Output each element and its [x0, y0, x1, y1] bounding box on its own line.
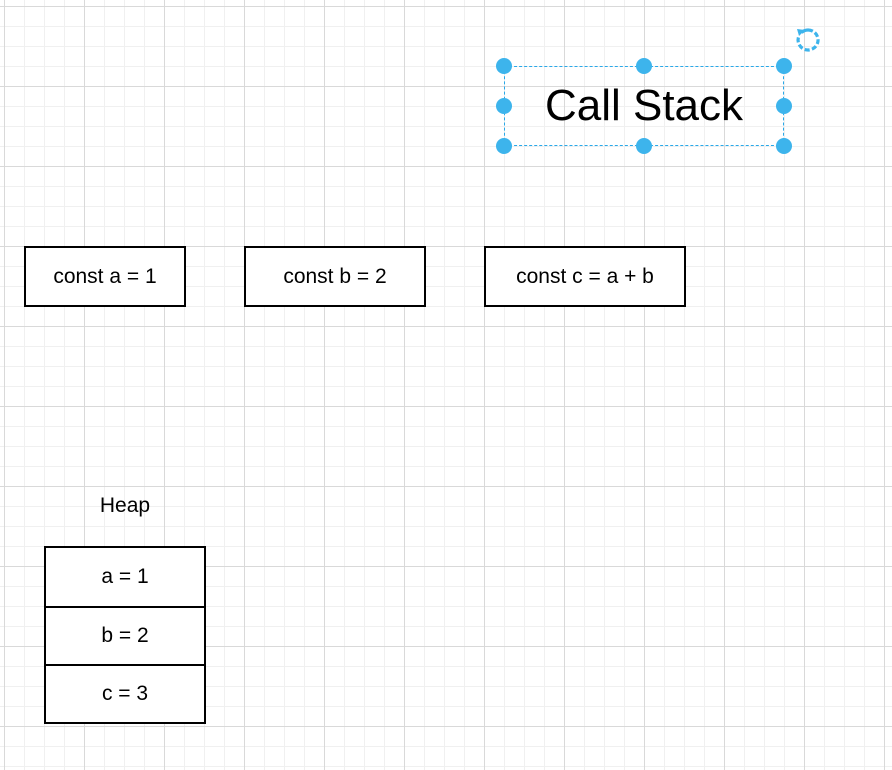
resize-handle-middle-left[interactable]	[496, 98, 512, 114]
heap-item-a[interactable]: a = 1	[101, 565, 149, 588]
call-stack-title-text: Call Stack	[544, 81, 744, 130]
call-stack-item-a[interactable]: const a = 1	[24, 246, 186, 307]
heap-label[interactable]: Heap	[99, 494, 151, 517]
call-stack-item-b[interactable]: const b = 2	[244, 246, 426, 307]
call-stack-item-c[interactable]: const c = a + b	[484, 246, 686, 307]
resize-handle-middle-right[interactable]	[776, 98, 792, 114]
rotate-icon[interactable]	[794, 26, 822, 54]
call-stack-item-label: const a = 1	[53, 264, 157, 288]
heap-item-c[interactable]: c = 3	[46, 664, 204, 722]
resize-handle-bottom-left[interactable]	[496, 138, 512, 154]
resize-handle-bottom-right[interactable]	[776, 138, 792, 154]
resize-handle-top-center[interactable]	[636, 58, 652, 74]
resize-handle-top-left[interactable]	[496, 58, 512, 74]
heap-item-b[interactable]: b = 2	[46, 606, 204, 664]
call-stack-item-label: const b = 2	[283, 264, 387, 288]
resize-handle-top-right[interactable]	[776, 58, 792, 74]
call-stack-item-label: const c = a + b	[516, 264, 654, 288]
heap-table[interactable]: a = 1 b = 2 c = 3	[44, 546, 206, 724]
call-stack-title[interactable]: Call Stack	[504, 66, 784, 146]
resize-handle-bottom-center[interactable]	[636, 138, 652, 154]
